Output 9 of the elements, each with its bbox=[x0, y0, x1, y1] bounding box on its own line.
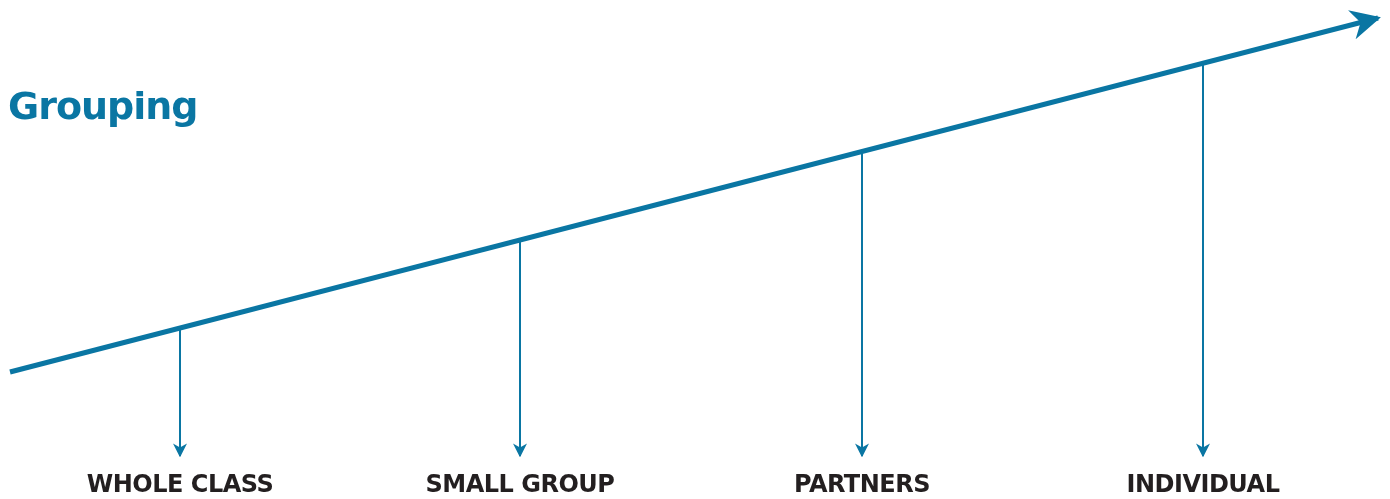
arrow bbox=[173, 327, 187, 458]
category-label: SMALL GROUP bbox=[425, 470, 615, 498]
arrow bbox=[855, 150, 869, 458]
arrow bbox=[513, 239, 527, 458]
category-label: WHOLE CLASS bbox=[86, 470, 274, 498]
arrow bbox=[1196, 62, 1210, 458]
diagram-title: Grouping bbox=[8, 84, 198, 128]
category-label: PARTNERS bbox=[794, 470, 930, 498]
category-label: INDIVIDUAL bbox=[1126, 470, 1280, 498]
